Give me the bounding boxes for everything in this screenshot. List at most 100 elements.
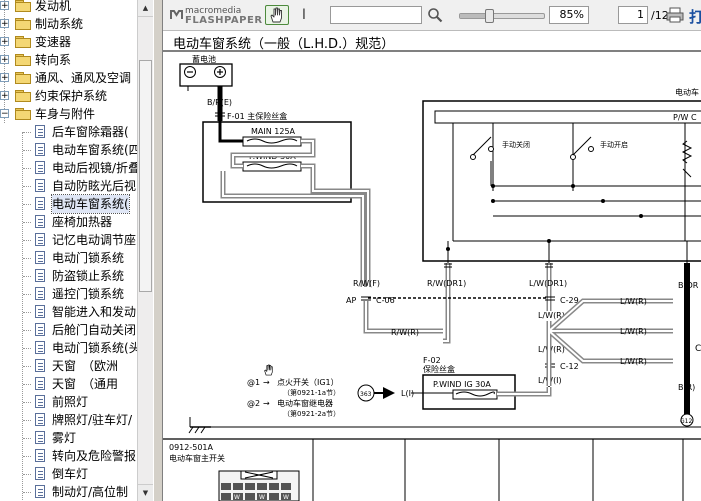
battery-label: 蓄电池 (192, 54, 216, 64)
tree-folder-item[interactable]: + 约束保护系统 (0, 87, 137, 105)
scroll-up-icon[interactable]: ▲ (138, 0, 153, 17)
document-icon (35, 125, 45, 138)
page-number-input[interactable]: 1 (618, 6, 648, 24)
wire-label-li: L(I) (401, 389, 414, 398)
expand-icon[interactable]: + (0, 1, 9, 11)
note-1-mark: @1 (247, 378, 260, 387)
tree-guide-line (22, 132, 23, 501)
tree-folder-item[interactable]: +变速器 (0, 33, 137, 51)
tree-document-item[interactable]: 前照灯 (0, 393, 137, 411)
expand-icon[interactable]: + (0, 73, 9, 83)
tree-document-item[interactable]: 自动防眩光后视 (0, 177, 137, 195)
scrollbar-thumb[interactable] (139, 60, 152, 292)
connector-pin-w2: W (259, 494, 265, 501)
tree-document-item[interactable]: 制动灯/高位制 (0, 483, 137, 501)
folder-icon (15, 0, 31, 12)
expand-icon[interactable]: + (0, 91, 9, 101)
wire-label-lwr-3: L/W(R) (620, 297, 647, 306)
document-icon (35, 269, 45, 282)
page-title: 电动车窗系统（一般（L.H.D.）规范） (173, 37, 395, 52)
tree-guide-line (23, 204, 31, 205)
tree-document-item[interactable]: 天窗 （欧洲 (0, 357, 137, 375)
ground-id: G12 (680, 418, 692, 425)
tree-document-item[interactable]: 遥控门锁系统 (0, 285, 137, 303)
fuse-box-f02: F-02 保险丝盒 P.WIND IG 30A (422, 356, 552, 410)
document-icon (35, 305, 45, 318)
tree-document-item[interactable]: 电动后视镜/折叠 (0, 159, 137, 177)
document-icon (35, 413, 45, 426)
zoom-level-field[interactable]: 85% (549, 6, 589, 24)
tree-folder-item[interactable]: + 制动系统 (0, 15, 137, 33)
tree-document-item[interactable]: 雾灯 (0, 429, 137, 447)
search-input[interactable] (330, 6, 422, 24)
table-caption: 电动车窗主开关 (169, 453, 225, 463)
fuse-box-label: F-01 主保险丝盒 (227, 111, 287, 121)
connector-c06 (361, 296, 371, 301)
f02-label: F-02 (423, 356, 441, 365)
tree-guide-line (23, 456, 31, 457)
tree-folder-item[interactable]: −车身与附件 (0, 105, 137, 123)
connector-pin-w1: W (234, 494, 240, 501)
note-2-text: 电动车窗继电器 (277, 398, 333, 408)
tree-folder-item[interactable]: +转向系 (0, 51, 137, 69)
zoom-slider[interactable] (459, 9, 545, 23)
tree-document-item[interactable]: 倒车灯 (0, 465, 137, 483)
tree-document-item[interactable]: 座椅加热器 (0, 213, 137, 231)
main-fuse-label: MAIN 125A (251, 127, 296, 136)
hand-tool-button[interactable] (265, 5, 289, 25)
tree-item-label: 电动后视镜/折叠 (52, 161, 137, 175)
text-select-tool-button[interactable]: I (296, 5, 312, 25)
navigation-tree: +发动机+制动系统+变速器+转向系+通风、通风及空调+约束保护系统−车身与附件后… (0, 0, 137, 501)
document-icon (35, 143, 45, 156)
tree-scrollbar[interactable]: ▲ ▼ (137, 0, 153, 501)
document-icon (35, 179, 45, 192)
zoom-slider-knob[interactable] (484, 9, 494, 23)
tree-item-label: 电动门锁系统 (52, 251, 125, 265)
tree-item-label: 电动车窗系统(四 (52, 143, 137, 157)
ap-label: AP (346, 296, 356, 305)
search-icon[interactable] (427, 7, 443, 23)
tree-guide-line (23, 222, 31, 223)
tree-document-item[interactable]: 防盗锁止系统 (0, 267, 137, 285)
pane-splitter[interactable] (153, 0, 163, 501)
tree-document-item[interactable]: 记忆电动调节座 (0, 231, 137, 249)
macromedia-logo-icon (170, 10, 183, 19)
tree-folder-item[interactable]: +发动机 (0, 0, 137, 15)
tree-item-label: 制动系统 (35, 17, 84, 31)
tree-document-item[interactable]: 牌照灯/驻车灯/ (0, 411, 137, 429)
tree-item-label: 倒车灯 (52, 467, 89, 481)
print-icon[interactable] (666, 7, 684, 23)
tree-document-item[interactable]: 后舱门自动关闭 (0, 321, 137, 339)
partial-connector-label: C (695, 344, 701, 354)
tree-document-item[interactable]: 后车窗除霜器( (0, 123, 137, 141)
tree-item-label: 制动灯/高位制 (52, 485, 129, 499)
connector-pin-w3: W (283, 494, 289, 501)
toolbar-overflow-label[interactable]: 打 (689, 8, 701, 26)
tree-item-label: 座椅加热器 (52, 215, 113, 229)
tree-document-item[interactable]: 转向及危险警报 (0, 447, 137, 465)
collapse-icon[interactable]: − (0, 109, 9, 119)
tree-document-item[interactable]: 天窗 （通用 (0, 375, 137, 393)
wire-break-mark (215, 112, 225, 117)
tree-item-label: 记忆电动调节座 (52, 233, 137, 247)
wire-label-br-e: B/R(E) (207, 98, 232, 107)
tree-item-label: 遥控门锁系统 (52, 287, 125, 301)
scroll-down-icon[interactable]: ▼ (138, 484, 153, 501)
connector-c12-label: C-12 (560, 362, 579, 371)
tree-document-item[interactable]: 电动门锁系统(头 (0, 339, 137, 357)
note-2-ref: （第0921-2a节） (283, 409, 340, 418)
tree-guide-line (23, 384, 31, 385)
expand-icon[interactable]: + (0, 19, 9, 29)
note-2-mark: @2 (247, 399, 260, 408)
tree-item-label: 约束保护系统 (35, 89, 108, 103)
tree-document-item[interactable]: 电动车窗系统( (0, 194, 137, 214)
tree-document-item[interactable]: 智能进入和发动 (0, 303, 137, 321)
svg-text:→: → (263, 399, 270, 408)
tree-document-item[interactable]: 电动车窗系统(四 (0, 141, 137, 159)
tree-document-item[interactable]: 电动门锁系统 (0, 249, 137, 267)
expand-icon[interactable]: + (0, 55, 9, 65)
flashpaper-viewer: macromedia FLASHPAPER I 85% 1 /12 打 电动车窗… (163, 0, 701, 501)
tree-folder-item[interactable]: +通风、通风及空调 (0, 69, 137, 87)
tree-guide-line (23, 240, 31, 241)
expand-icon[interactable]: + (0, 37, 9, 47)
